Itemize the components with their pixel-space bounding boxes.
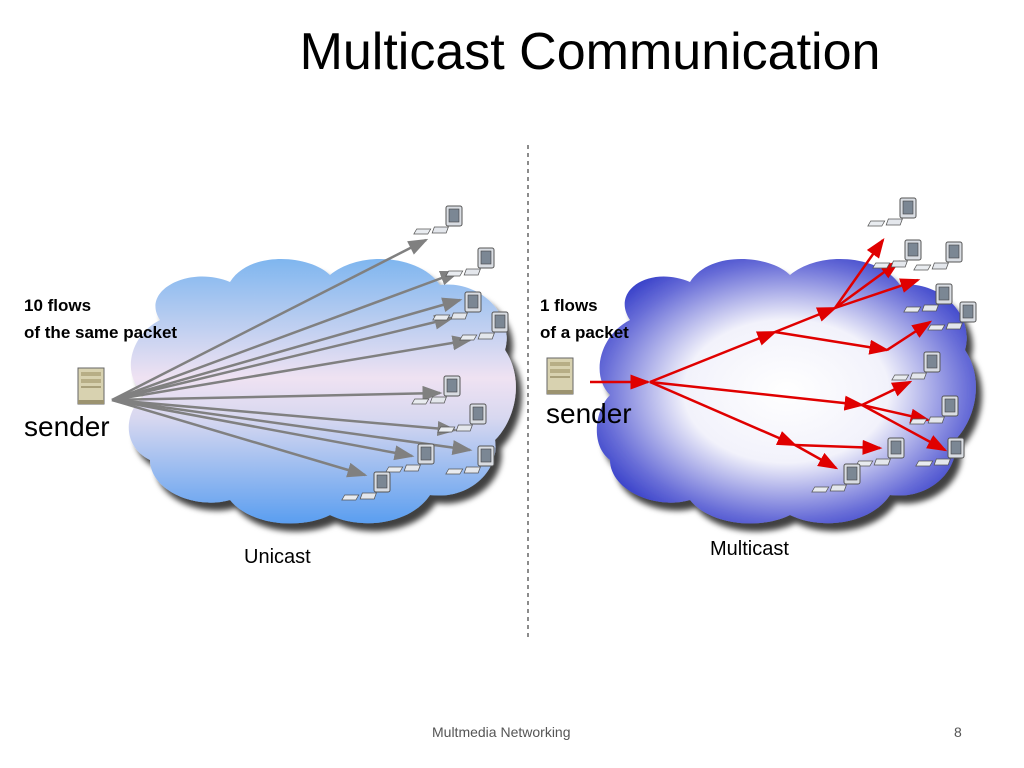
unicast-sender-label: sender	[24, 411, 110, 442]
unicast-flow	[111, 270, 461, 402]
computer-icon	[867, 197, 917, 227]
computer-icon	[445, 247, 495, 277]
unicast-flow	[111, 314, 455, 402]
multicast-flows-line1: 1 flows	[540, 296, 598, 315]
unicast-flow	[111, 297, 463, 402]
unicast-flow	[111, 398, 368, 478]
unicast-flow	[111, 398, 473, 456]
unicast-flow	[111, 398, 415, 461]
multicast-flows-caption: 1 flows of a packet	[540, 292, 629, 346]
multicast-label: Multicast	[710, 538, 789, 560]
computer-icon	[413, 205, 463, 235]
unicast-flows-caption: 10 flows of the same packet	[24, 292, 177, 346]
multicast-flows-line2: of a packet	[540, 323, 629, 342]
unicast-flow	[111, 238, 429, 402]
page-number: 8	[954, 724, 962, 740]
multicast-cloud	[596, 258, 976, 524]
slide-title: Multicast Communication	[299, 23, 881, 81]
multicast-arrows	[590, 237, 948, 470]
unicast-flows-line1: 10 flows	[24, 296, 92, 315]
unicast-arrows	[111, 238, 473, 478]
multicast-sender-label: sender	[546, 398, 632, 429]
unicast-flows-line2: of the same packet	[24, 323, 178, 342]
unicast-label: Unicast	[244, 546, 311, 568]
footer-text: Multmedia Networking	[432, 724, 571, 740]
multicast-sender-server-icon	[546, 357, 574, 395]
unicast-flow	[111, 398, 458, 436]
unicast-sender-server-icon	[77, 367, 105, 405]
unicast-flow	[111, 385, 443, 402]
unicast-flow	[111, 335, 473, 402]
